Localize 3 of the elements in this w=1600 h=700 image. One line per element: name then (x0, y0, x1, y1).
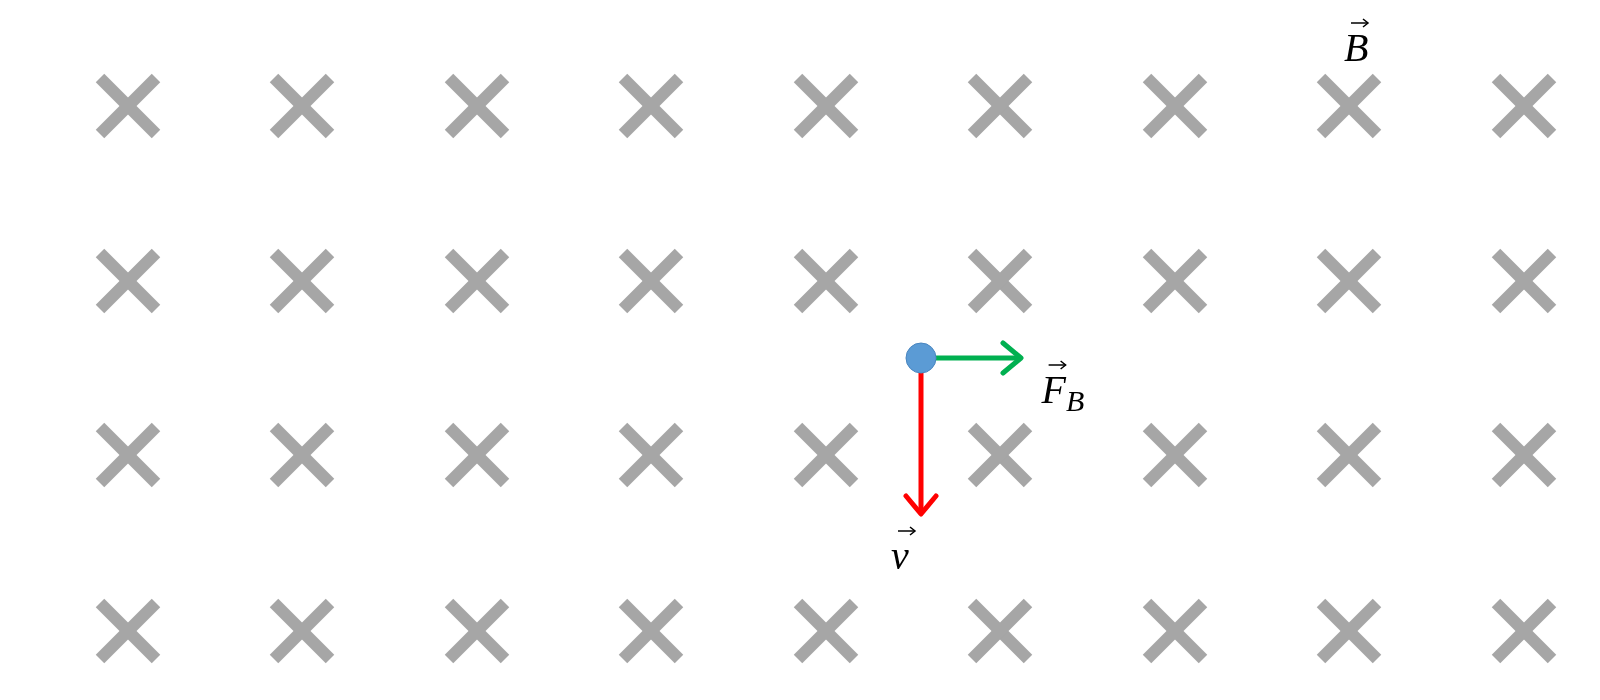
vector-label: v (891, 536, 909, 576)
vector-label: F$_{B}$ (1041, 370, 1085, 410)
vector-label: B (1344, 28, 1369, 68)
